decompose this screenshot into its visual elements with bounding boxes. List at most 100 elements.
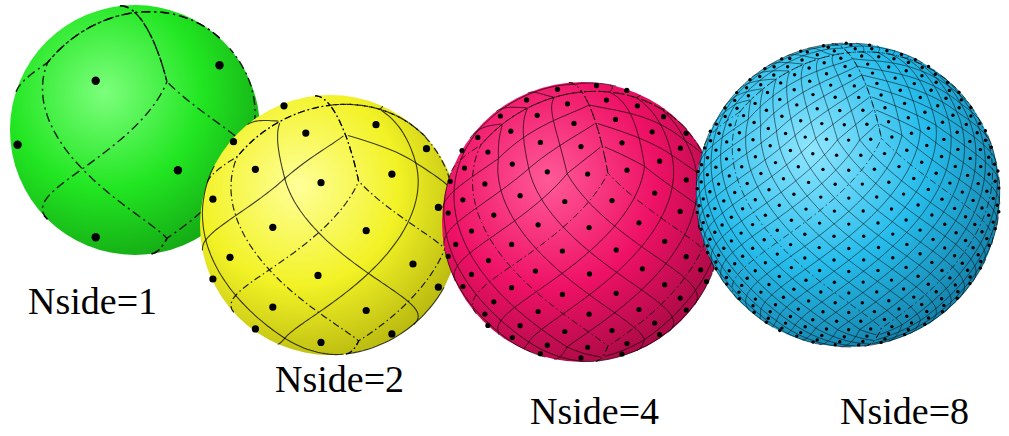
- pixel-center-dot: [877, 246, 880, 249]
- pixel-center-dot: [784, 321, 787, 324]
- pixel-center-dot: [847, 169, 850, 172]
- pixel-center-dot: [954, 283, 957, 286]
- pixel-center-dot: [994, 180, 997, 183]
- pixel-center-dot: [792, 193, 795, 196]
- pixel-boundary: [835, 43, 843, 45]
- pixel-center-dot: [317, 179, 324, 186]
- pixel-center-dot: [819, 195, 822, 198]
- pixel-boundary: [877, 46, 880, 53]
- pixel-center-dot: [979, 148, 982, 151]
- pixel-center-dot: [696, 187, 699, 190]
- pixel-center-dot: [971, 246, 974, 249]
- pixel-center-dot: [833, 281, 836, 284]
- pixel-boundary: [470, 124, 501, 138]
- pixel-center-dot: [980, 206, 983, 209]
- pixel-boundary: [662, 108, 665, 109]
- pixel-center-dot: [585, 171, 590, 176]
- pixel-center-dot: [904, 218, 907, 221]
- pixel-center-dot: [969, 275, 972, 278]
- pixel-center-dot: [767, 283, 770, 286]
- pixel-center-dot: [684, 307, 689, 312]
- pixel-center-dot: [948, 181, 951, 184]
- pixel-center-dot: [829, 83, 832, 86]
- pixel-center-dot: [847, 291, 850, 294]
- pixel-center-dot: [834, 183, 837, 186]
- pixel-center-dot: [843, 123, 846, 126]
- pixel-center-dot: [702, 197, 705, 200]
- pixel-center-dot: [913, 82, 916, 85]
- pixel-center-dot: [706, 214, 709, 217]
- pixel-center-dot: [916, 275, 919, 278]
- pixel-center-dot: [905, 69, 908, 72]
- pixel-center-dot: [925, 310, 928, 313]
- pixel-center-dot: [838, 340, 841, 343]
- pixel-center-dot: [905, 243, 908, 246]
- pixel-center-dot: [996, 169, 999, 172]
- pixel-center-dot: [722, 199, 725, 202]
- pixel-center-dot: [804, 135, 807, 138]
- pixel-center-dot: [460, 197, 465, 202]
- pixel-center-dot: [853, 84, 856, 87]
- sphere-body: [200, 95, 460, 355]
- pixel-center-dot: [993, 163, 996, 166]
- pixel-center-dot: [486, 258, 491, 263]
- pixel-center-dot: [280, 102, 287, 109]
- pixel-center-dot: [871, 71, 874, 74]
- pixel-boundary: [721, 48, 877, 335]
- pixel-center-dot: [793, 73, 796, 76]
- pixel-boundary: [760, 90, 920, 334]
- pixel-center-dot: [714, 166, 717, 169]
- pixel-center-dot: [968, 140, 971, 143]
- pixel-boundary: [248, 121, 279, 125]
- pixel-center-dot: [215, 61, 223, 69]
- pixel-center-dot: [269, 304, 276, 311]
- pixel-center-dot: [973, 223, 976, 226]
- pixel-center-dot: [717, 182, 720, 185]
- pixel-center-dot: [827, 46, 830, 49]
- pixel-boundary: [721, 124, 877, 283]
- pixel-center-dot: [725, 282, 728, 285]
- pixel-center-dot: [587, 312, 592, 317]
- pixel-center-dot: [446, 210, 451, 215]
- pixel-center-dot: [927, 188, 930, 191]
- pixel-center-dot: [804, 325, 807, 328]
- pixel-center-dot: [509, 285, 514, 290]
- pixel-boundary: [876, 177, 1000, 340]
- pixel-boundary: [856, 43, 864, 52]
- pixel-center-dot: [789, 243, 792, 246]
- pixel-center-dot: [818, 221, 821, 224]
- pixel-center-dot: [482, 311, 487, 316]
- pixel-center-dot: [931, 238, 934, 241]
- pixel-center-dot: [876, 221, 879, 224]
- pixel-center-dot: [964, 239, 967, 242]
- pixel-center-dot: [759, 172, 762, 175]
- pixel-center-dot: [816, 338, 819, 341]
- pixel-center-dot: [545, 169, 550, 174]
- pixel-boundary: [380, 106, 382, 109]
- pixel-center-dot: [662, 282, 667, 287]
- pixel-boundary: [752, 71, 789, 78]
- pixel-center-dot: [790, 219, 793, 222]
- pixel-center-dot: [713, 231, 716, 234]
- pixel-center-dot: [859, 320, 862, 323]
- pixel-center-dot: [482, 181, 487, 186]
- pixel-center-dot: [778, 98, 781, 101]
- pixel-center-dot: [725, 140, 728, 143]
- pixel-center-dot: [905, 149, 908, 152]
- pixel-center-dot: [765, 321, 768, 324]
- pixel-boundary: [808, 48, 833, 55]
- pixel-center-dot: [923, 111, 926, 114]
- pixel-center-dot: [940, 269, 943, 272]
- pixel-center-dot: [956, 131, 959, 134]
- pixel-boundary: [880, 124, 998, 225]
- nside-label: Nside=1: [28, 282, 157, 322]
- pixel-center-dot: [875, 195, 878, 198]
- pixel-center-dot: [958, 106, 961, 109]
- pixel-boundary: [724, 89, 762, 108]
- pixel-center-dot: [822, 44, 825, 47]
- pixel-center-dot: [751, 247, 754, 250]
- pixel-center-dot: [723, 106, 726, 109]
- pixel-center-dot: [916, 203, 919, 206]
- pixel-boundary: [841, 80, 986, 347]
- pixel-center-dot: [891, 232, 894, 235]
